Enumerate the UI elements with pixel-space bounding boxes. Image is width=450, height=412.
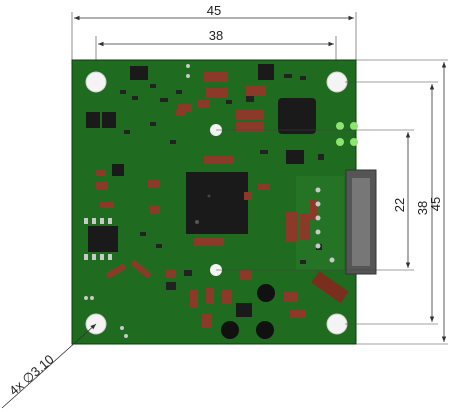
led-green-4 [350,138,358,146]
bulk-capacitor [311,270,349,304]
led-green-3 [336,138,344,146]
passive-components [96,72,318,328]
hole-to-hole-inner-label: 22 [392,198,407,212]
mounting-hole-callout-label: 4x ∅3.10 [6,352,57,399]
dimension-hole-spacing-vertical: 38 [345,81,438,325]
hole-spacing-vertical-label: 38 [415,201,430,215]
mounting-hole-top-right [326,71,348,93]
inductor-a [257,284,275,302]
small-ic-top [258,64,274,80]
board-height-label: 45 [428,197,443,211]
led-green-2 [350,122,358,130]
dimension-board-width: 45 [71,3,357,60]
mounting-hole-callout: 4x ∅3.10 [1,323,97,409]
small-ic-left-a [86,112,100,128]
inductor-c [256,321,274,339]
board-width-label: 45 [207,3,221,18]
solder-pads [84,64,335,338]
dimension-board-height: 45 [356,59,448,345]
mounting-hole-bottom-right [326,313,348,335]
led-green-1 [336,122,344,130]
small-ic-center-left [112,164,124,176]
dimension-hole-to-hole-inner: 22 [216,129,414,271]
small-ic-right [286,150,304,164]
small-ic-left-b [102,112,116,128]
pcb-board [71,59,377,345]
small-ic-bottom [236,303,252,317]
main-processor-chip [186,172,248,234]
soic8-chip [84,218,118,260]
mounting-hole-top-left [85,71,107,93]
small-ic-top-left [130,66,148,80]
dimension-hole-spacing-horizontal: 38 [95,28,337,75]
hole-spacing-horizontal-label: 38 [209,28,223,43]
regulator-chip [278,98,316,134]
inductor-b [221,321,239,339]
